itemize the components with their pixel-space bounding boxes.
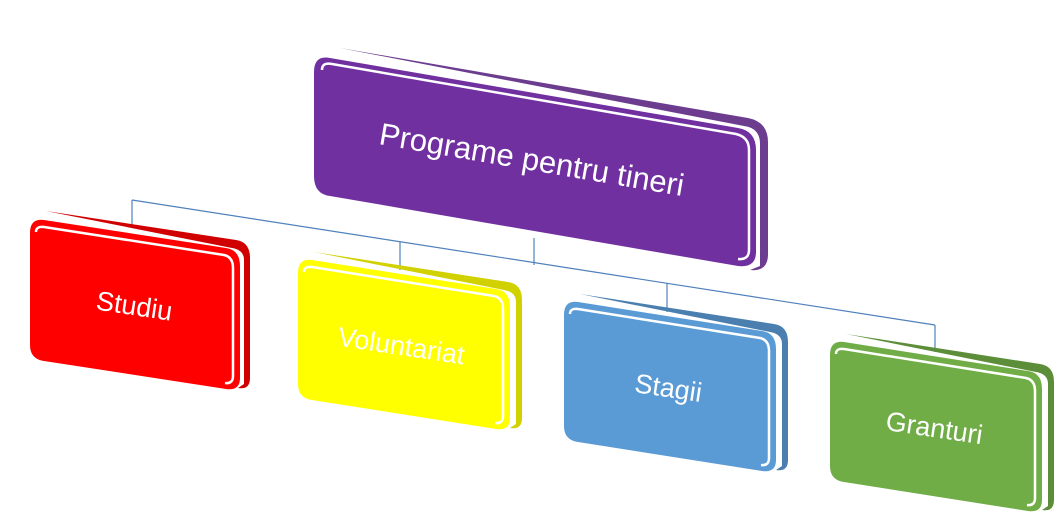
connectors [131, 199, 936, 352]
root-node: Programe pentru tineri [314, 48, 768, 271]
child-node-voluntariat-shape [298, 259, 510, 430]
child-node-stagii-shape [564, 301, 776, 472]
child-node-stagii-highlight [568, 307, 771, 467]
child-node-studiu-shape [30, 219, 240, 390]
child-node-granturi-shape [830, 341, 1042, 512]
child-node-studiu-highlight [34, 225, 235, 385]
child-node-granturi: Granturi [830, 334, 1054, 512]
child-node-voluntariat: Voluntariat [298, 252, 522, 430]
child-node-stagii: Stagii [564, 294, 788, 472]
child-node-studiu: Studiu [30, 211, 250, 390]
connector-bus [131, 199, 936, 326]
root-node-highlight [320, 62, 751, 261]
child-node-granturi-highlight [834, 347, 1037, 507]
root-node-shape [314, 57, 756, 267]
child-node-voluntariat-highlight [302, 265, 505, 425]
root-node-depth [340, 48, 768, 271]
